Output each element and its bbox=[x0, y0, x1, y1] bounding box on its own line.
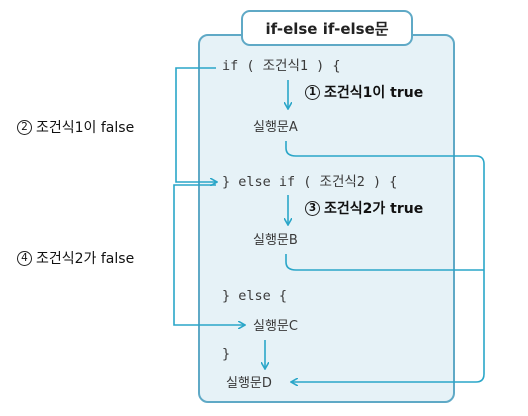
else-line: } else { bbox=[222, 288, 288, 304]
arrow-b-to-d bbox=[285, 254, 484, 271]
step-number: 2 bbox=[17, 120, 32, 135]
annotation-text: 조건식1이 true bbox=[324, 84, 424, 101]
annotation-cond1-false: 2 조건식1이 false bbox=[17, 120, 134, 135]
step-number: 1 bbox=[305, 85, 320, 100]
step-number: 4 bbox=[17, 251, 32, 266]
arrow-cond1-false bbox=[175, 67, 216, 182]
statement-a: 실행문A bbox=[253, 120, 298, 135]
closing-brace: } bbox=[222, 346, 231, 362]
code-panel bbox=[198, 34, 455, 403]
statement-c: 실행문C bbox=[253, 319, 298, 334]
statement-b: 실행문B bbox=[253, 233, 298, 248]
annotation-text: 조건식2가 false bbox=[36, 250, 135, 267]
step-number: 3 bbox=[305, 201, 320, 216]
annotation-cond2-true: 3 조건식2가 true bbox=[305, 201, 423, 216]
else-if-line: } else if ( 조건식2 ) { bbox=[222, 174, 398, 190]
statement-d: 실행문D bbox=[226, 376, 272, 391]
arrow-a-to-d bbox=[285, 141, 485, 382]
annotation-text: 조건식1이 false bbox=[36, 119, 135, 136]
if-line: if ( 조건식1 ) { bbox=[222, 58, 341, 74]
diagram-title: if-else if-else문 bbox=[241, 10, 413, 46]
annotation-text: 조건식2가 true bbox=[324, 200, 424, 217]
annotation-cond2-false: 4 조건식2가 false bbox=[17, 251, 134, 266]
annotation-cond1-true: 1 조건식1이 true bbox=[305, 85, 423, 100]
arrow-cond2-false bbox=[173, 184, 244, 325]
